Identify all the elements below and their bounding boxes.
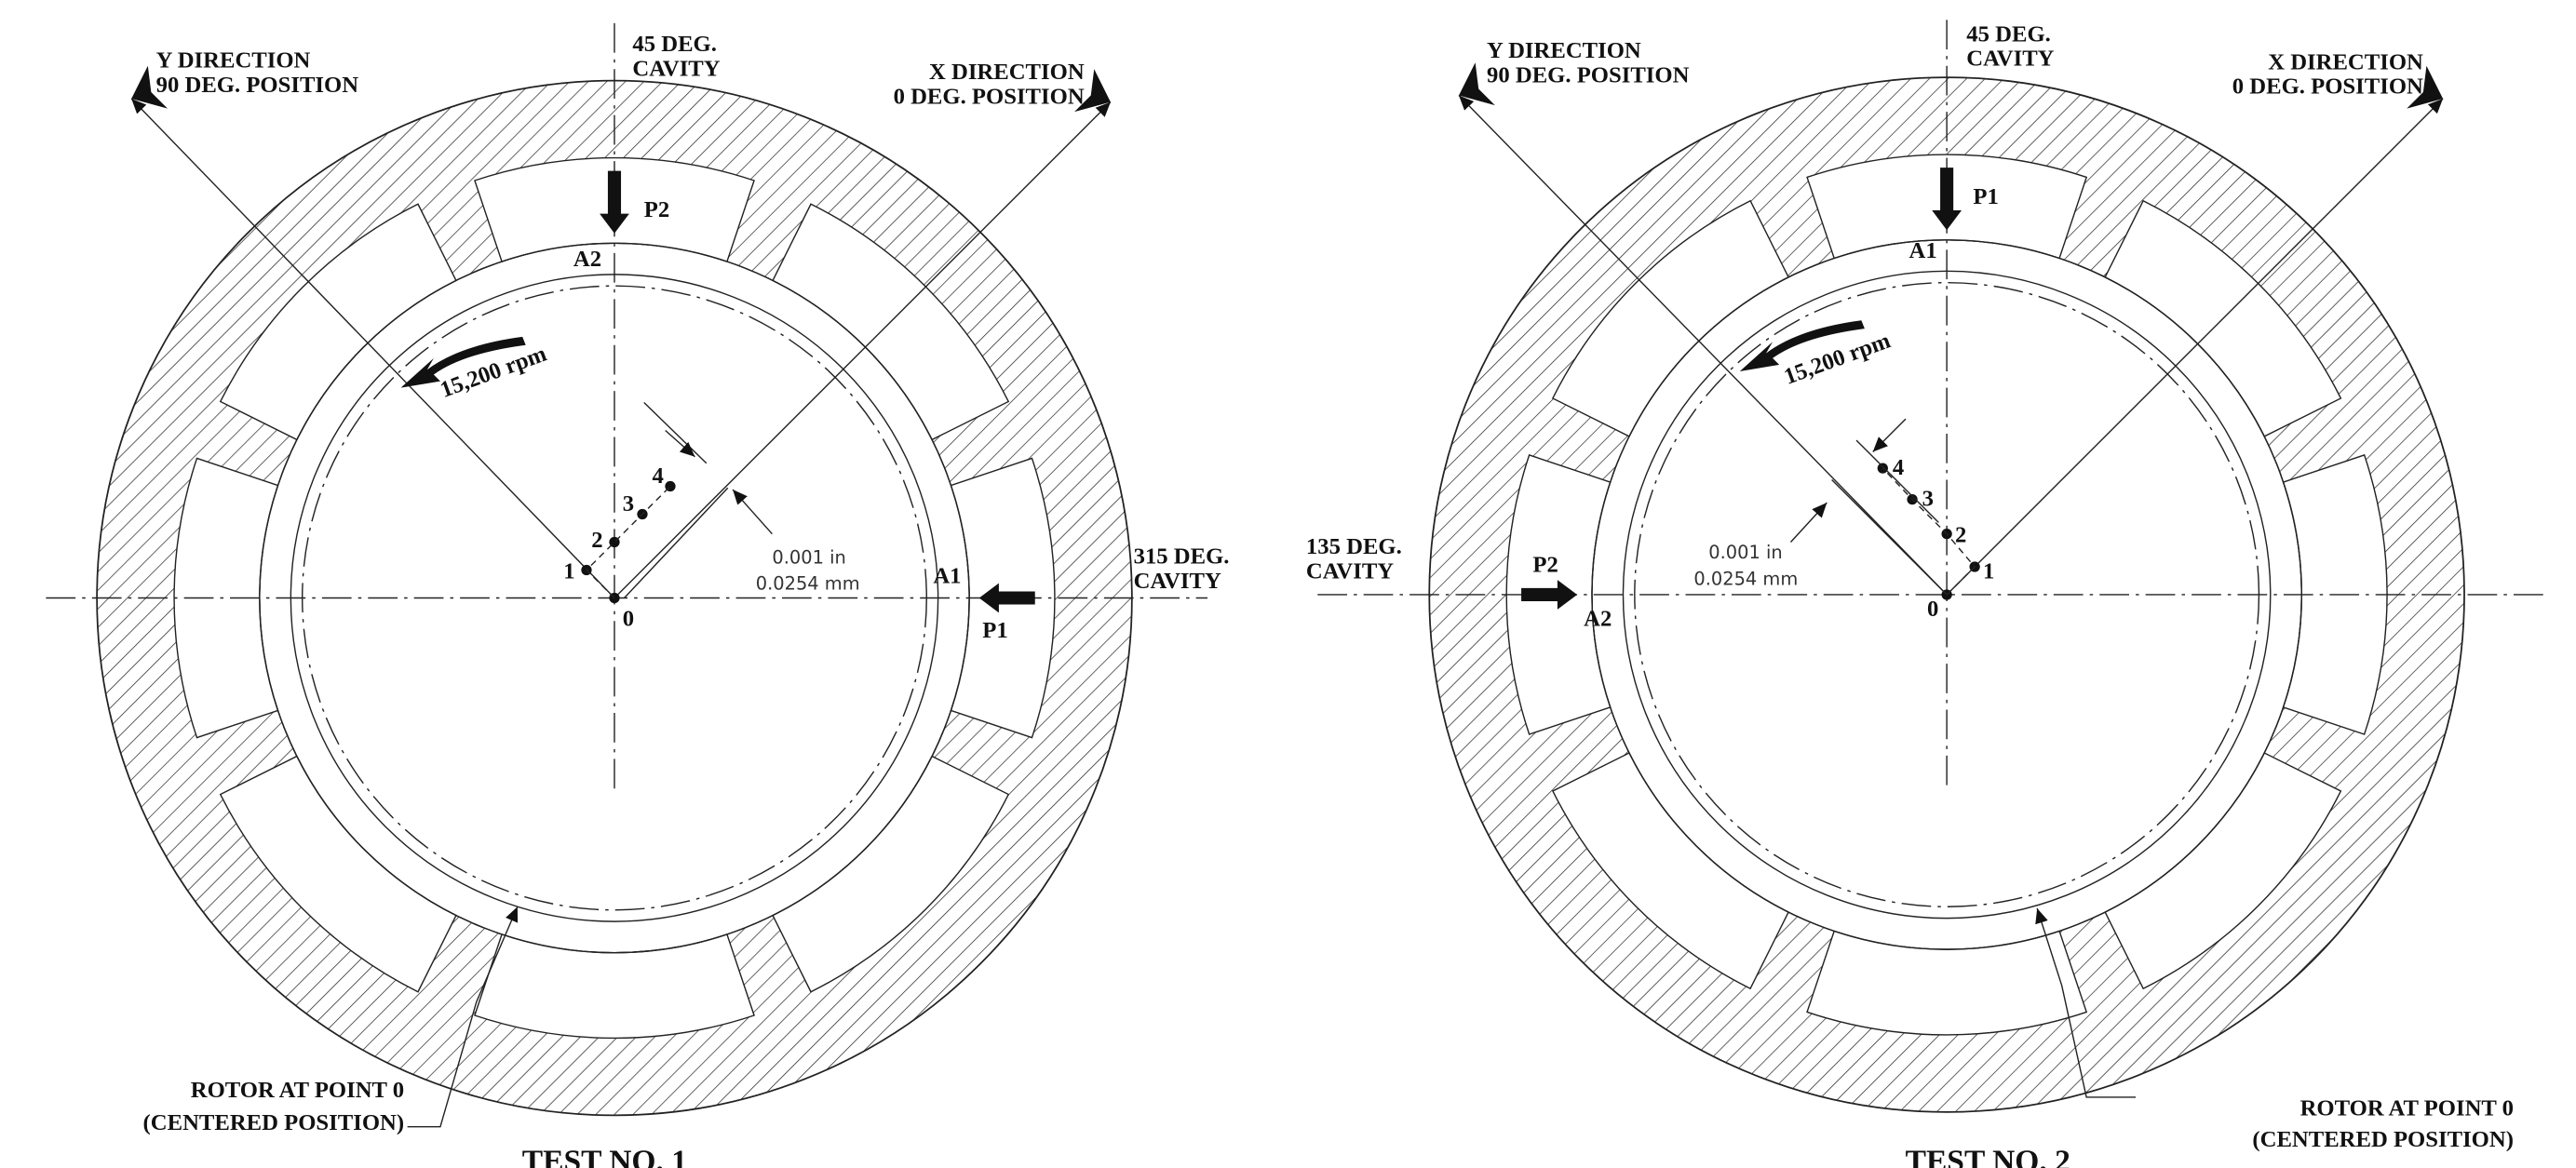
cavity-side-label-2: CAVITY	[1306, 558, 1394, 584]
rotor-note-leader	[2035, 907, 2137, 1098]
point-label-2: 2	[591, 528, 602, 553]
x-direction-position: 0 DEG. POSITION	[894, 84, 1085, 109]
side-load-label: P1	[982, 618, 1007, 643]
diagram-title: TEST NO. 2	[1906, 1144, 2070, 1168]
cavity-top-label-2: CAVITY	[632, 56, 720, 81]
top-load-label: P2	[644, 197, 669, 222]
rotation-arrow-icon	[1739, 320, 1865, 371]
y-direction-arrow	[1458, 95, 1948, 596]
y-direction-arrow	[130, 98, 615, 598]
dimension-line	[624, 487, 729, 598]
cavity-top-label: 45 DEG.	[632, 32, 717, 57]
dimension-mm: 0.0254 mm	[756, 573, 860, 595]
point-label-3: 3	[1922, 487, 1934, 512]
dimension-line	[665, 429, 695, 458]
y-arrowhead-icon	[1459, 62, 1495, 106]
cavity-side-label: 135 DEG.	[1306, 534, 1402, 559]
cavity-top-label: 45 DEG.	[1966, 21, 2051, 47]
x-direction-arrow	[1946, 98, 2444, 596]
y-direction-position: 90 DEG. POSITION	[156, 73, 359, 98]
x-arrowhead-icon	[1074, 69, 1111, 113]
x-direction-label: X DIRECTION	[929, 60, 1085, 85]
dimension-mm: 0.0254 mm	[1693, 568, 1798, 589]
top-load-arrow-icon	[600, 170, 629, 234]
side-pad-label: A1	[933, 564, 961, 589]
test-1-labels: Y DIRECTION 90 DEG. POSITION 45 DEG. CAV…	[143, 32, 1230, 1168]
point-label-4: 4	[1893, 455, 1904, 480]
rotor-note-2: (CENTERED POSITION)	[2252, 1127, 2514, 1152]
dimension-line	[1872, 418, 1907, 452]
rotor-orbit-path	[1881, 467, 1976, 596]
side-load-arrow-icon	[1521, 580, 1578, 610]
cavity-side-label-2: CAVITY	[1134, 569, 1221, 594]
point-label-4: 4	[653, 463, 664, 489]
x-direction-arrow	[614, 101, 1112, 598]
dimension-line	[1789, 502, 1827, 543]
side-load-arrow-icon	[978, 583, 1035, 613]
dimension-line	[732, 489, 773, 535]
point-label-1: 1	[1983, 558, 1994, 584]
y-direction-label: Y DIRECTION	[1487, 38, 1641, 63]
x-direction-label: X DIRECTION	[2268, 49, 2423, 74]
top-load-arrow-icon	[1932, 168, 1962, 231]
dimension-in: 0.001 in	[772, 546, 845, 568]
point-label-0: 0	[623, 606, 634, 631]
side-pad-label: A2	[1584, 606, 1612, 631]
y-direction-label: Y DIRECTION	[156, 48, 311, 74]
rotor-note-2: (CENTERED POSITION)	[143, 1110, 405, 1135]
point-label-1: 1	[563, 558, 574, 584]
test-2-geometry	[1317, 20, 2547, 1113]
rotor-note: ROTOR AT POINT 0	[2300, 1095, 2514, 1121]
cavity-top-label-2: CAVITY	[1966, 47, 2054, 72]
y-direction-position: 90 DEG. POSITION	[1487, 62, 1690, 87]
dimension-in: 0.001 in	[1708, 542, 1782, 563]
rotor-note: ROTOR AT POINT 0	[191, 1078, 404, 1103]
rotor-note-leader	[407, 906, 519, 1128]
rotation-arrow-icon	[400, 336, 526, 388]
top-pad-label: A1	[1909, 238, 1937, 263]
dimension-line	[643, 401, 708, 464]
rotor-orbit-path	[585, 486, 671, 598]
point-label-0: 0	[1927, 597, 1938, 622]
dimension-line	[1831, 478, 1948, 596]
diagram-title: TEST NO. 1	[522, 1144, 687, 1168]
top-load-label: P1	[1973, 184, 1998, 209]
x-direction-position: 0 DEG. POSITION	[2232, 74, 2423, 100]
y-arrowhead-icon	[131, 65, 168, 109]
point-label-3: 3	[623, 491, 634, 517]
dimension-line	[1855, 439, 1939, 523]
top-pad-label: A2	[573, 247, 601, 272]
test-1-geometry	[46, 22, 1208, 1128]
point-label-2: 2	[1955, 523, 1966, 548]
test-2-labels: Y DIRECTION 90 DEG. POSITION 45 DEG. CAV…	[1306, 21, 2514, 1168]
side-load-label: P2	[1532, 552, 1558, 577]
cavity-side-label: 315 DEG.	[1134, 544, 1230, 569]
x-arrowhead-icon	[2407, 65, 2444, 109]
